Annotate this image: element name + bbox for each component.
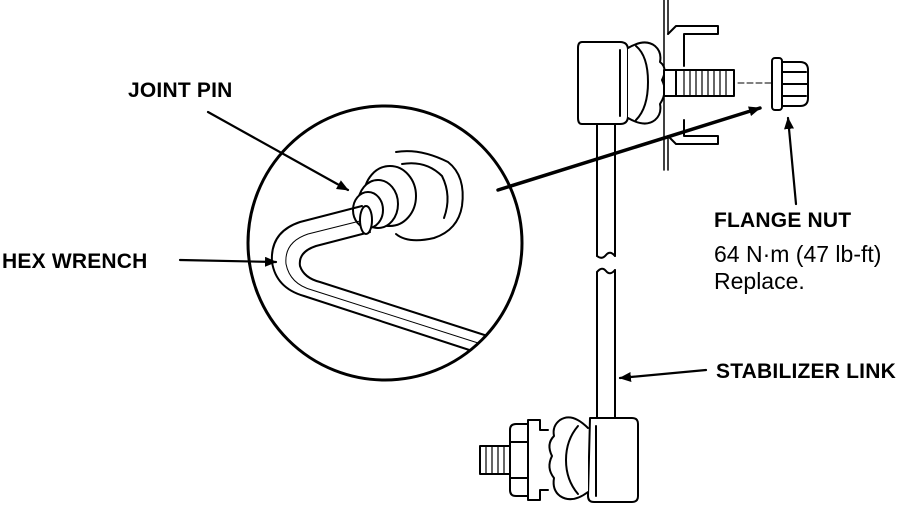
stabilizer-link-arrow xyxy=(618,368,708,382)
torque-spec: 64 N·m (47 lb-ft) xyxy=(714,241,882,267)
lower-ball-joint xyxy=(479,416,639,503)
replace-note: Replace. xyxy=(714,268,805,294)
flange-nut-label: FLANGE NUT xyxy=(714,209,852,232)
joint-pin-arrow xyxy=(206,110,350,192)
flange-nut-arrow xyxy=(784,116,798,206)
detail-circle xyxy=(246,104,524,382)
leader-arrows xyxy=(178,106,798,382)
flange-nut-drawing xyxy=(771,57,809,111)
stabilizer-link-label: STABILIZER LINK xyxy=(716,360,896,383)
detail-callout-arrow xyxy=(496,106,762,192)
hex-wrench-arrow xyxy=(178,256,278,267)
upper-ball-joint xyxy=(577,41,773,125)
hex-wrench-label: HEX WRENCH xyxy=(2,250,148,273)
stabilizer-link-rod xyxy=(596,123,616,419)
joint-pin-label: JOINT PIN xyxy=(128,79,233,102)
